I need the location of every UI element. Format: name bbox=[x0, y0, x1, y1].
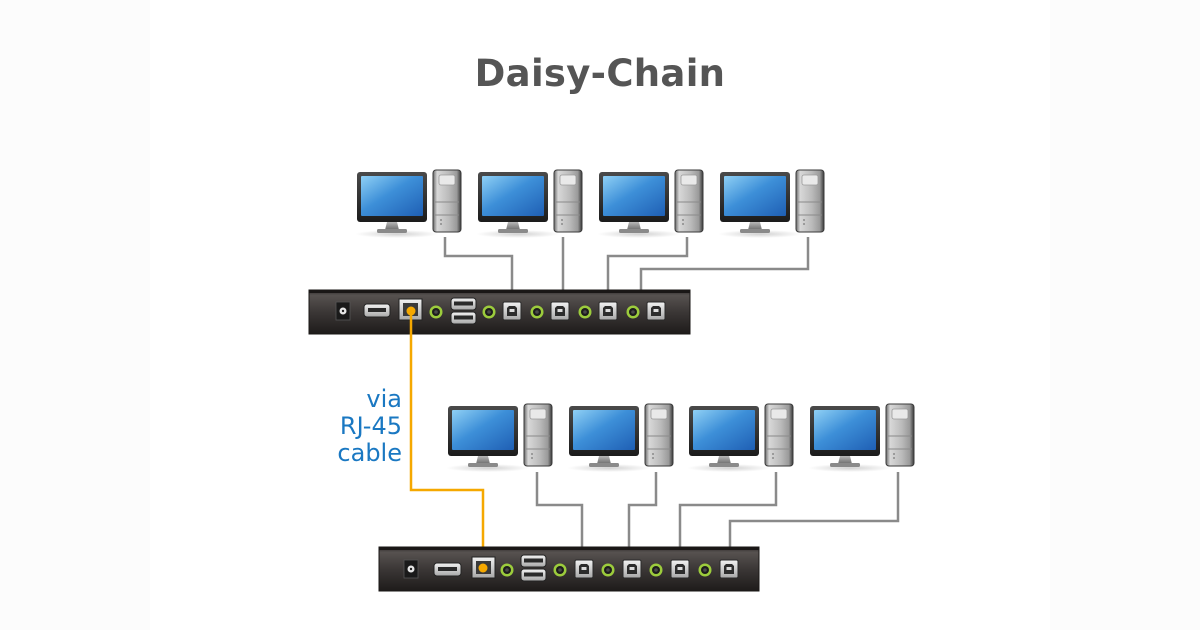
audio-jack-icon bbox=[500, 563, 514, 577]
secondary-kvm-switch bbox=[378, 546, 760, 592]
rj45-daisy-chain-cable bbox=[409, 311, 485, 567]
usb-b-port-2-icon bbox=[622, 559, 642, 579]
bottom-computer-4 bbox=[807, 403, 915, 473]
usb-b-port-1-icon bbox=[502, 301, 522, 321]
audio-jack-icon bbox=[578, 305, 592, 319]
usb-b-port-4-icon bbox=[646, 301, 666, 321]
bottom-cable-1 bbox=[535, 472, 584, 553]
power-jack-icon bbox=[403, 559, 419, 579]
bottom-computer-1 bbox=[445, 403, 553, 473]
bottom-cable-3 bbox=[678, 472, 778, 553]
audio-jack-icon bbox=[482, 305, 496, 319]
rj45-port-icon bbox=[398, 298, 423, 321]
top-computer-3 bbox=[596, 169, 704, 239]
bottom-cable-2 bbox=[627, 472, 658, 553]
bottom-usb-cables bbox=[535, 472, 900, 553]
audio-jack-icon bbox=[601, 563, 615, 577]
top-cable-3 bbox=[606, 237, 689, 296]
diagram-title: Daisy-Chain bbox=[474, 52, 726, 95]
usb-b-port-1-icon bbox=[574, 559, 594, 579]
rj45-port-icon bbox=[471, 556, 496, 579]
usb-a-port-icon bbox=[363, 303, 391, 318]
usb-a-port-icon bbox=[433, 562, 462, 577]
primary-kvm-switch bbox=[308, 289, 691, 335]
top-cable-4 bbox=[639, 237, 810, 296]
power-jack-icon bbox=[335, 301, 351, 321]
usb-b-port-3-icon bbox=[670, 559, 690, 579]
rj45-cable-label: via RJ-45 cable bbox=[318, 386, 402, 467]
bottom-cable-4 bbox=[728, 472, 900, 553]
audio-jack-icon bbox=[429, 305, 443, 319]
bottom-computer-3 bbox=[686, 403, 794, 473]
cable-label-line-1: via bbox=[366, 385, 402, 413]
top-computer-4 bbox=[717, 169, 825, 239]
cable-label-line-3: cable bbox=[337, 439, 402, 467]
usb-a-stack-icon bbox=[520, 554, 547, 582]
usb-b-port-4-icon bbox=[719, 559, 739, 579]
top-cable-1 bbox=[443, 237, 514, 296]
audio-jack-icon bbox=[649, 563, 663, 577]
top-computer-2 bbox=[475, 169, 583, 239]
audio-jack-icon bbox=[698, 563, 712, 577]
audio-jack-icon bbox=[530, 305, 544, 319]
cable-label-line-2: RJ-45 bbox=[339, 412, 402, 440]
audio-jack-icon bbox=[626, 305, 640, 319]
top-usb-cables bbox=[443, 237, 810, 296]
bottom-computer-2 bbox=[566, 403, 674, 473]
top-computer-1 bbox=[354, 169, 462, 239]
usb-b-port-3-icon bbox=[598, 301, 618, 321]
audio-jack-icon bbox=[553, 563, 567, 577]
usb-b-port-2-icon bbox=[550, 301, 570, 321]
usb-a-stack-icon bbox=[450, 297, 477, 325]
